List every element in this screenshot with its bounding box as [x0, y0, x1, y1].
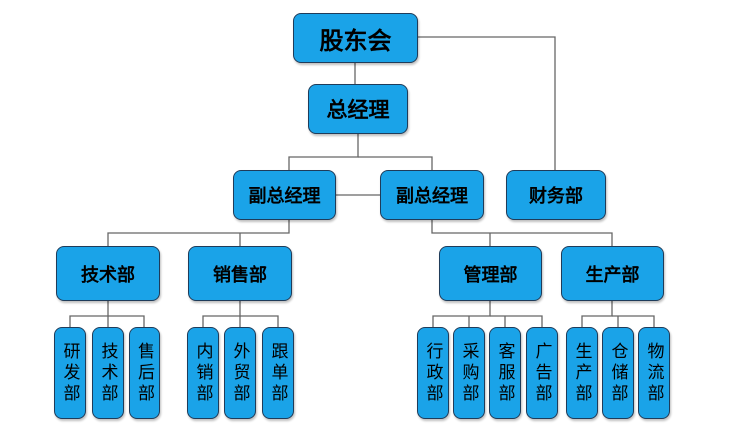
node-customer-service-dept: 客服部 [489, 327, 521, 419]
link-root-finance [418, 36, 556, 170]
node-administration-dept: 行政部 [417, 327, 449, 419]
link-vgm-left-depts [107, 220, 290, 246]
node-logistics-dept: 物流部 [638, 327, 670, 419]
node-domestic-sales-dept: 内销部 [187, 327, 219, 419]
node-advertising-dept: 广告部 [526, 327, 558, 419]
link-prod-children [581, 301, 613, 327]
node-admin-dept: 管理部 [439, 246, 542, 301]
node-order-follow-dept: 跟单部 [262, 327, 294, 419]
node-rd-dept: 研发部 [54, 327, 86, 419]
node-finance-dept: 财务部 [506, 170, 606, 220]
link-admin-children [432, 301, 491, 327]
node-storage-dept: 仓储部 [602, 327, 634, 419]
link-sales-children [202, 301, 241, 327]
node-purchasing-dept: 采购部 [453, 327, 485, 419]
link-gm-vgm-right [358, 156, 433, 170]
node-aftersales-dept: 售后部 [129, 327, 160, 419]
node-general-manager: 总经理 [308, 84, 408, 134]
node-vice-gm-right: 副总经理 [380, 170, 484, 220]
link-vgm-right-depts [431, 220, 613, 246]
node-vice-gm-left: 副总经理 [233, 170, 336, 220]
link-tech-children [69, 301, 109, 327]
node-production-dept: 生产部 [561, 246, 664, 301]
node-production-sub-dept: 生产部 [566, 327, 598, 419]
node-shareholders: 股东会 [293, 13, 418, 63]
node-tech-sub-dept: 技术部 [92, 327, 124, 419]
node-sales-dept: 销售部 [188, 246, 292, 301]
node-tech-dept: 技术部 [56, 246, 160, 301]
node-foreign-trade-dept: 外贸部 [224, 327, 256, 419]
link-gm-vgms [288, 134, 359, 170]
